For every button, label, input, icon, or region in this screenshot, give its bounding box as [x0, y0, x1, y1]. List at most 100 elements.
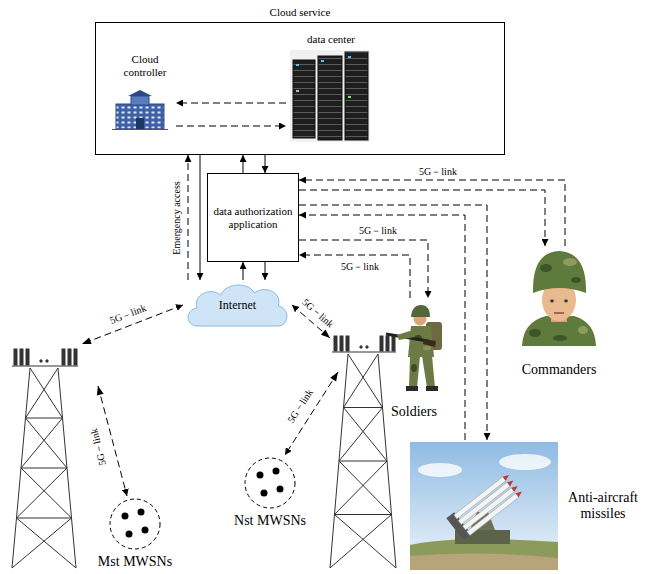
right-tower	[332, 352, 396, 353]
link-label: 5G－link	[107, 301, 150, 326]
sensor-dot	[277, 486, 284, 493]
right-tower	[392, 336, 395, 351]
missile-launcher-photo	[499, 454, 551, 470]
server-racks	[296, 90, 299, 92]
sensor-outline	[110, 499, 160, 549]
left-tower	[17, 518, 72, 519]
right-tower	[330, 354, 392, 568]
soldier-figure	[426, 386, 438, 391]
node-label: Mst MWSNs	[85, 554, 185, 570]
commander-figure	[571, 277, 581, 283]
sensor-outline	[245, 458, 295, 508]
missile-launcher-photo	[511, 484, 519, 492]
right-tower	[335, 354, 397, 568]
server-racks	[290, 50, 370, 142]
building-icon	[131, 96, 149, 105]
soldier-figure	[406, 386, 418, 391]
left-tower	[14, 349, 17, 365]
soldier-figure	[397, 330, 415, 340]
missile-launcher-photo	[516, 490, 524, 498]
commander-figure	[522, 251, 596, 346]
left-tower	[17, 368, 77, 568]
link-arrow	[243, 155, 244, 173]
left-tower	[12, 349, 78, 568]
missile-launcher-photo	[410, 442, 558, 570]
node-label: Commanders	[498, 362, 620, 378]
building-icon	[116, 104, 164, 129]
link-label: 5G－link	[339, 261, 381, 272]
missile-launcher-photo	[410, 553, 558, 570]
soldier-figure	[409, 356, 420, 388]
link-arrow	[176, 103, 286, 104]
left-tower	[74, 349, 77, 365]
link-arrow	[299, 255, 410, 298]
node-label: Nst MWSNs	[220, 513, 320, 529]
soldier-figure	[423, 346, 431, 351]
link-label: 5G－link	[299, 295, 338, 331]
sensor-cluster: Nst MWSNs	[220, 455, 320, 529]
server-racks	[348, 96, 351, 98]
controller-icon: Cloud controller	[114, 53, 176, 135]
link-label: Emergency access	[171, 179, 182, 256]
internet-cloud: Internet	[183, 280, 292, 332]
link-label: 5G－link	[417, 166, 459, 177]
right-tower	[380, 336, 383, 351]
commander-figure	[533, 251, 586, 293]
cloud-service-box: Cloud serviceCloud controllerdata center	[95, 22, 505, 155]
right-tower	[335, 514, 392, 515]
link-arrow	[265, 262, 266, 280]
left-tower	[46, 360, 48, 362]
commander-figure	[554, 312, 564, 314]
right-tower	[330, 336, 396, 568]
right-tower	[334, 336, 337, 351]
commander-figure	[578, 326, 588, 334]
link-label: 5G－link	[357, 225, 399, 236]
missile-launcher-photo	[507, 479, 515, 487]
building-icon	[128, 90, 152, 96]
building-icon	[136, 118, 144, 129]
building-icon	[112, 129, 168, 130]
commander-icon: Commanders	[498, 246, 620, 378]
commander-figure	[529, 329, 541, 337]
missile-launcher-photo	[467, 493, 519, 535]
sensor-dot	[122, 513, 129, 520]
process-box: data authorization application	[207, 173, 299, 262]
sensor-outline	[220, 455, 320, 511]
sensor-dot	[138, 509, 145, 516]
server-racks	[345, 52, 368, 140]
server-racks	[293, 60, 315, 138]
link-arrowheads	[81, 329, 341, 395]
node-label: data authorization application	[212, 205, 294, 230]
link-label: 5G－link	[88, 425, 109, 468]
commander-figure	[540, 264, 552, 272]
sensor-dot	[126, 531, 133, 538]
soldier-icon: Soldiers	[378, 298, 450, 420]
link-arrow	[299, 205, 487, 440]
left-tower	[62, 349, 65, 365]
soldier-figure	[423, 339, 436, 347]
left-tower	[68, 349, 71, 365]
left-tower	[20, 349, 23, 365]
link-arrow	[243, 262, 244, 280]
missile-launcher-photo	[418, 463, 462, 477]
left-tower	[21, 468, 67, 469]
left-tower	[12, 366, 78, 367]
left-tower	[26, 418, 63, 419]
link-arrow	[299, 180, 565, 246]
left-tower	[12, 368, 72, 568]
right-tower	[360, 346, 362, 348]
link-arrow	[176, 126, 286, 127]
left-tower	[40, 360, 42, 362]
server-racks	[296, 64, 299, 66]
right-tower	[346, 336, 349, 351]
commander-figure	[550, 300, 554, 303]
soldier-figure	[411, 364, 417, 372]
right-tower	[344, 407, 383, 408]
node-label: Internet	[183, 299, 292, 313]
server-racks	[321, 60, 324, 62]
missile-icon: Anti-aircraft missiles	[410, 440, 645, 572]
node-label: Soldiers	[378, 404, 450, 420]
